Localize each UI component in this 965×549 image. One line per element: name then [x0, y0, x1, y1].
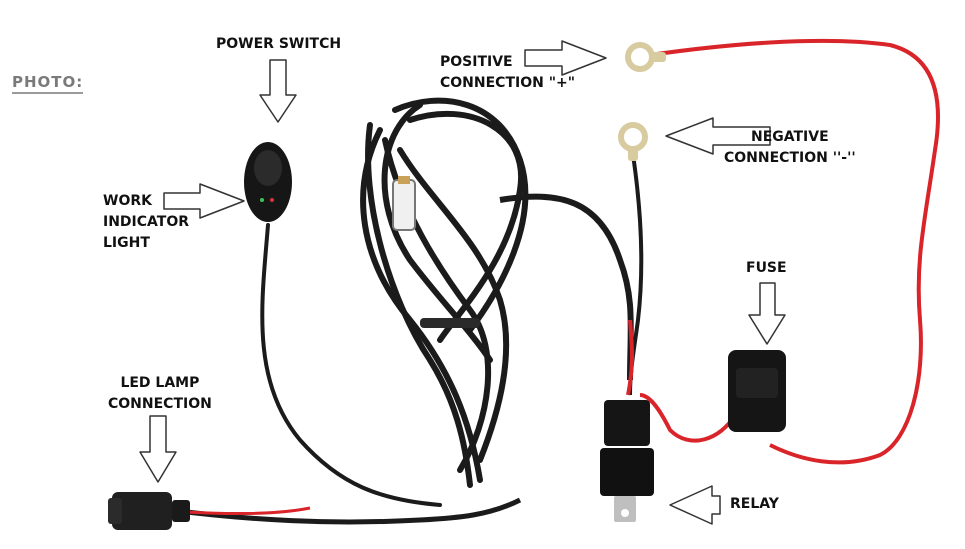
relay-label-line: RELAY: [730, 496, 779, 512]
fuse-arrow-icon: [748, 282, 786, 345]
led-lamp-connection-label: LED LAMP CONNECTION: [108, 373, 212, 415]
cable-tie: [420, 318, 480, 328]
positive-connection-label: POSITIVE CONNECTION "+": [440, 52, 575, 94]
led-cable: [169, 497, 522, 525]
fuse-to-relay-wire: [639, 393, 737, 443]
negative-label-line-1: NEGATIVE: [750, 129, 829, 145]
fuse-holder: [728, 350, 786, 432]
power-switch-label-line: POWER SWITCH: [216, 36, 342, 52]
positive-ring-terminal: [625, 42, 666, 72]
power-switch-label: POWER SWITCH: [216, 34, 341, 55]
negative-arrow-icon: [665, 117, 771, 155]
positive-label-line-2: CONNECTION "+": [440, 75, 576, 91]
led-lamp-arrow-icon: [139, 415, 177, 483]
work-indicator-arrow-icon: [163, 183, 245, 219]
positive-wire: [649, 38, 940, 465]
negative-connection-label: NEGATIVE CONNECTION ''-'': [724, 127, 856, 169]
relay-arrow-icon: [669, 485, 721, 525]
positive-arrow-icon: [524, 40, 607, 76]
power-switch: [244, 142, 292, 222]
relay: [600, 400, 654, 522]
coil-connector: [392, 176, 416, 231]
coiled-harness: [360, 97, 529, 488]
fuse-label: FUSE: [746, 258, 787, 279]
switch-wire: [260, 223, 442, 507]
work-indicator-line-2: INDICATOR: [103, 214, 190, 230]
led-lamp-line-2: CONNECTION: [108, 396, 212, 412]
led-connector: [108, 492, 190, 530]
photo-tag: PHOTO:: [12, 73, 84, 94]
led-cable-red: [184, 506, 311, 516]
work-indicator-line-1: WORK: [103, 193, 152, 209]
work-indicator-label: WORK INDICATOR LIGHT: [103, 191, 189, 254]
led-lamp-line-1: LED LAMP: [120, 375, 200, 391]
power-switch-arrow-icon: [259, 59, 297, 123]
fuse-label-line: FUSE: [746, 260, 787, 276]
work-indicator-line-3: LIGHT: [103, 235, 150, 251]
positive-label-line-1: POSITIVE: [440, 54, 513, 70]
relay-label: RELAY: [730, 494, 779, 515]
negative-ring-terminal: [618, 122, 648, 161]
negative-label-line-2: CONNECTION ''-'': [724, 150, 856, 166]
red-lead-relay: [626, 319, 634, 396]
